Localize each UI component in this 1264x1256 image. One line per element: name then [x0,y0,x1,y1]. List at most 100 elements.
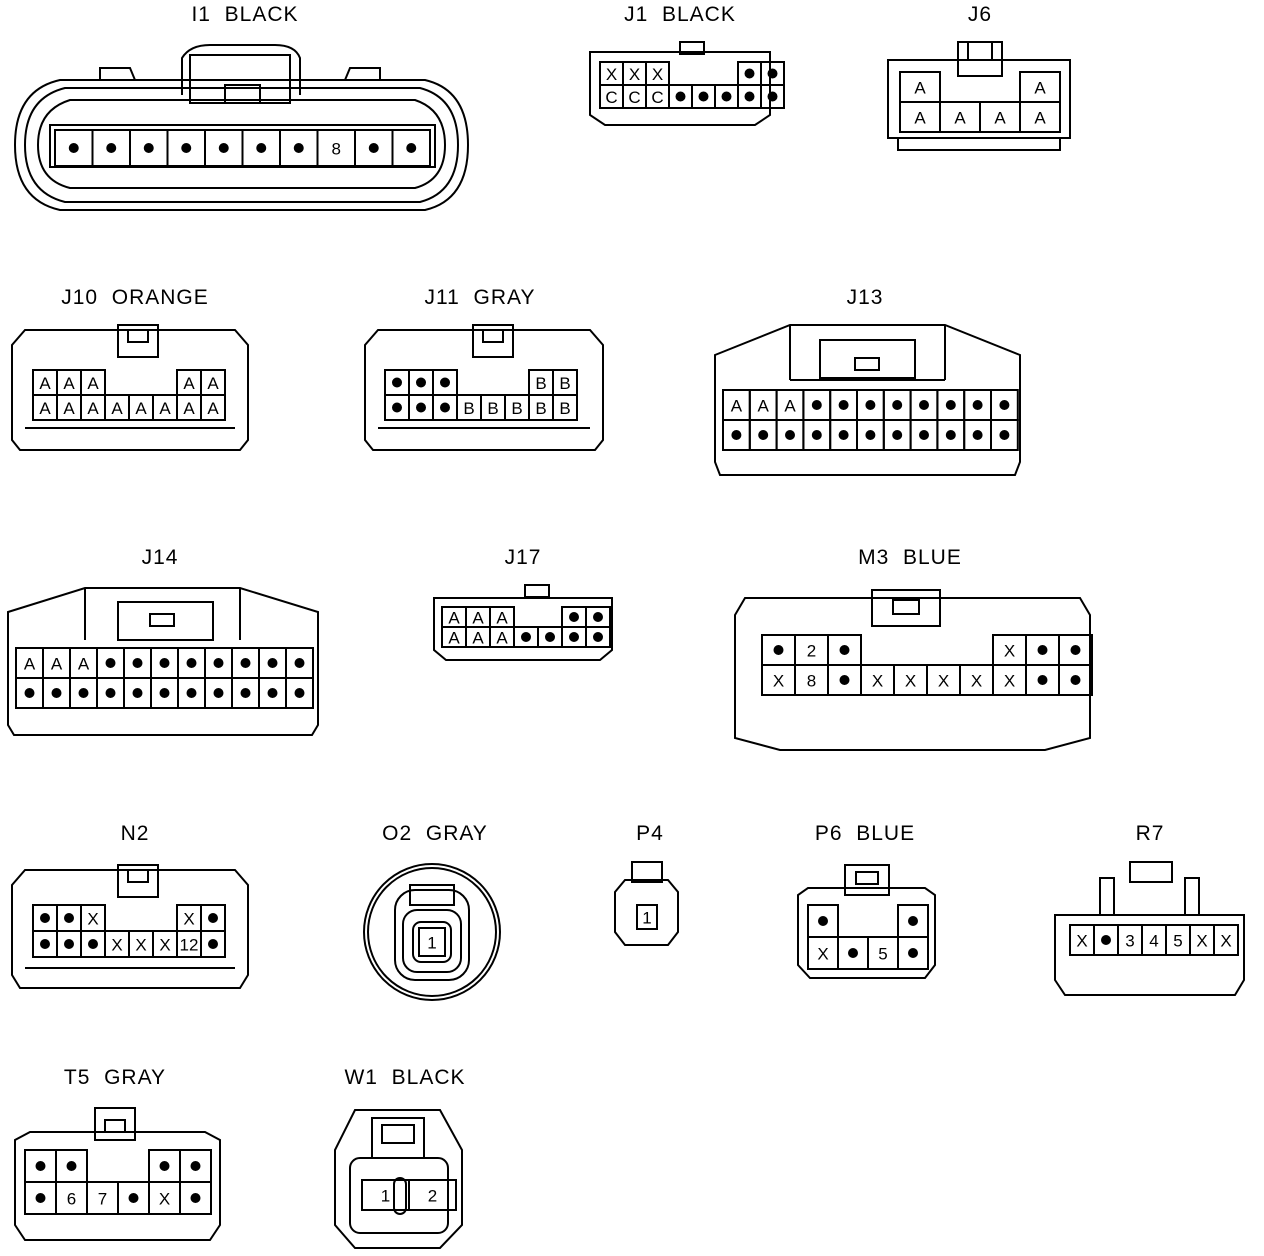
pin-dot [838,400,849,410]
pin-dot [240,658,251,668]
pin-dot [744,68,755,79]
pin-cell [990,419,1019,451]
pin-cell [200,930,226,958]
pin-label: A [731,397,743,416]
pin-label: A [914,79,926,98]
pin-dot [919,430,929,440]
pin-dot [267,688,278,698]
pin-cell [585,626,611,648]
title-p4: P4 [636,822,664,845]
pin-dot [190,1161,201,1171]
title-p6: P6 BLUE [814,822,916,845]
pin-dot [208,939,218,949]
pin-label: X [159,936,170,955]
pin-label: B [559,399,570,418]
pin-label: X [111,936,122,955]
title-j10: J10 ORANGE [61,286,209,309]
pin-dot [64,913,74,923]
pin-label: A [496,629,508,648]
pin-label: C [628,88,640,107]
pin-dot [818,916,828,926]
pin-label: X [652,65,663,84]
pin-dot [208,913,218,923]
pin-dot [159,658,170,668]
pin-dot [865,400,876,410]
pin-dot [66,1161,77,1171]
pin-dot [999,400,1010,410]
pin-dot [40,913,50,923]
title-o2: O2 GRAY [382,822,488,845]
pin-label: A [183,399,195,418]
pin-dot [593,612,603,622]
pin-cell [760,84,785,109]
pin-label: 1 [427,934,436,953]
pin-label: A [448,609,460,628]
pin-dot [213,688,224,698]
pin-label: X [1004,672,1015,691]
pin-dot [128,1193,139,1203]
pin-dot [143,143,154,153]
pin-dot [159,1161,170,1171]
pin-label: A [472,629,484,648]
pin-label: X [971,672,982,691]
pin-dot [569,612,579,622]
pin-label: X [606,65,617,84]
pin-dot [213,658,224,668]
pin-dot [440,402,450,413]
pin-dot [839,675,850,685]
pin-label: A [87,399,99,418]
pin-dot [24,688,35,698]
pin-label: A [39,399,51,418]
pin-cell [179,1181,212,1215]
pinrow-i1: 8 [54,129,431,167]
pin-label: 4 [1149,932,1158,951]
pin-dot [132,688,143,698]
pin-dot [675,91,686,102]
pin-dot [1101,935,1111,945]
pin-dot [919,400,929,410]
pin-dot [186,688,197,698]
pin-cell [552,394,578,421]
pin-dot [767,91,778,102]
pin-dot [908,948,918,958]
pin-dot [892,430,903,440]
pin-dot [1037,675,1048,685]
pin-label: 3 [1125,932,1134,951]
pin-label: A [207,399,219,418]
pin-dot [945,430,956,440]
pin-dot [839,645,850,655]
pin-label: X [1220,932,1231,951]
pin-label: X [183,910,194,929]
pin-label: X [629,65,640,84]
pin-dot [773,645,784,655]
pin-dot [132,658,143,668]
pin-dot [972,400,983,410]
title-j1: J1 BLACK [624,3,736,26]
pin-label: 1 [642,909,651,928]
pin-label: A [159,399,171,418]
pin-label: B [487,399,498,418]
pin-label: B [535,399,546,418]
pin-dot [698,91,709,102]
pin-label: X [905,672,916,691]
title-n2: N2 [120,822,150,845]
pin-label: A [496,609,508,628]
pinrow-o2: 1 [418,927,446,957]
pin-dot [744,91,755,102]
pin-label: 8 [332,140,341,159]
pin-dot [186,658,197,668]
pin-dot [731,430,742,440]
pin-dot [892,400,903,410]
pin-label: A [1034,79,1046,98]
title-t5: T5 GRAY [63,1066,167,1089]
pin-cell [408,1179,457,1211]
title-j13: J13 [846,286,884,309]
pin-dot [416,402,426,413]
